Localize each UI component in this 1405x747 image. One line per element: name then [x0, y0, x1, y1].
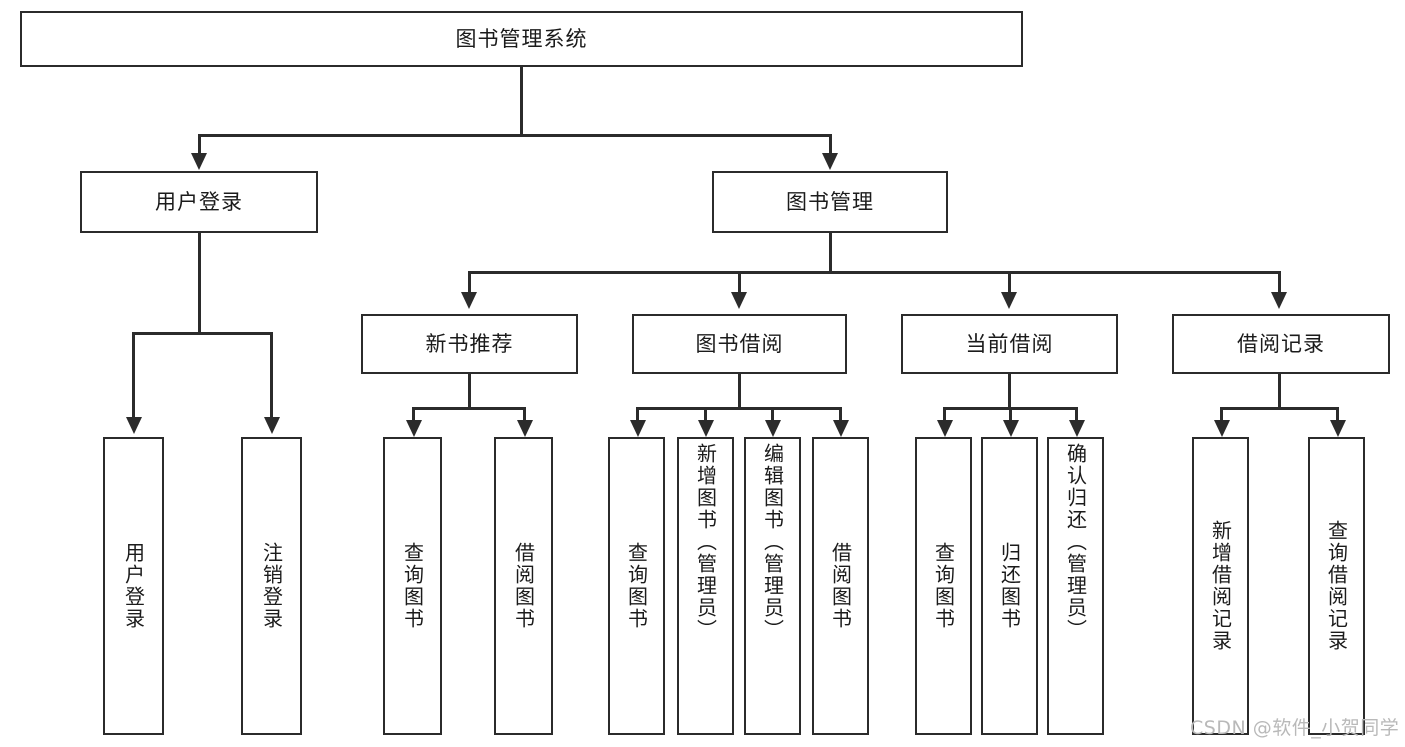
- node-label: 查询图书: [624, 542, 649, 630]
- connector-current-borrow-stem: [1008, 374, 1011, 409]
- connector-book-borrow-leaf1: [636, 407, 639, 423]
- connector-new-book-leaf1: [412, 407, 415, 423]
- node-label: 注销登录: [259, 542, 284, 630]
- node-label: 新增借阅记录: [1208, 520, 1233, 652]
- arrowhead-user-login-leaf1: [126, 417, 142, 434]
- arrowhead-borrow-record-leaf1: [1214, 420, 1230, 437]
- arrowhead-book-borrow-leaf3: [765, 420, 781, 437]
- connector-book-borrow-stem: [738, 374, 741, 409]
- arrowhead-user-login: [191, 153, 207, 170]
- node-label: 确认归还（管理员）: [1063, 443, 1088, 641]
- leaf-current-borrow-confirm[interactable]: 确认归还（管理员）: [1047, 437, 1104, 735]
- connector-user-login-leaf2: [270, 332, 273, 420]
- connector-book-borrow-leaf2: [704, 407, 707, 423]
- connector-user-login-stem: [198, 233, 201, 334]
- connector-to-new-book: [468, 271, 471, 295]
- arrowhead-new-book-leaf1: [406, 420, 422, 437]
- node-label: 借阅记录: [1237, 331, 1325, 356]
- connector-borrow-record-leaf1: [1220, 407, 1223, 423]
- connector-book-borrow-leaf4: [839, 407, 842, 423]
- node-label: 查询借阅记录: [1324, 520, 1349, 652]
- connector-root-bus: [198, 134, 832, 137]
- connector-to-current-borrow: [1008, 271, 1011, 295]
- connector-user-login-bus: [132, 332, 272, 335]
- leaf-book-borrow-borrow[interactable]: 借阅图书: [812, 437, 869, 735]
- arrowhead-book-manage: [822, 153, 838, 170]
- node-label: 借阅图书: [511, 542, 536, 630]
- leaf-new-book-borrow[interactable]: 借阅图书: [494, 437, 553, 735]
- connector-to-borrow-record: [1278, 271, 1281, 295]
- leaf-book-borrow-add[interactable]: 新增图书（管理员）: [677, 437, 734, 735]
- arrowhead-current-borrow-leaf2: [1003, 420, 1019, 437]
- connector-root-stem: [520, 67, 523, 136]
- node-label: 用户登录: [155, 189, 243, 214]
- arrowhead-new-book-leaf2: [517, 420, 533, 437]
- leaf-current-borrow-query[interactable]: 查询图书: [915, 437, 972, 735]
- leaf-new-book-query[interactable]: 查询图书: [383, 437, 442, 735]
- node-book-borrow[interactable]: 图书借阅: [632, 314, 847, 374]
- connector-root-to-user-login: [198, 134, 201, 156]
- node-current-borrow[interactable]: 当前借阅: [901, 314, 1118, 374]
- connector-borrow-record-stem: [1278, 374, 1281, 409]
- node-label: 用户登录: [121, 542, 146, 630]
- node-label: 查询图书: [931, 542, 956, 630]
- leaf-current-borrow-return[interactable]: 归还图书: [981, 437, 1038, 735]
- connector-borrow-record-leaf2: [1336, 407, 1339, 423]
- node-root-system[interactable]: 图书管理系统: [20, 11, 1023, 67]
- node-label: 图书借阅: [695, 331, 784, 356]
- leaf-user-login-logout[interactable]: 注销登录: [241, 437, 302, 735]
- arrowhead-current-borrow: [1001, 292, 1017, 309]
- leaf-borrow-record-query[interactable]: 查询借阅记录: [1308, 437, 1365, 735]
- arrowhead-borrow-record: [1271, 292, 1287, 309]
- arrowhead-book-borrow-leaf2: [698, 420, 714, 437]
- connector-new-book-bus: [412, 407, 525, 410]
- connector-current-borrow-leaf1: [943, 407, 946, 423]
- arrowhead-current-borrow-leaf3: [1069, 420, 1085, 437]
- node-book-management[interactable]: 图书管理: [712, 171, 948, 233]
- node-label: 归还图书: [997, 542, 1022, 630]
- connector-user-login-leaf1: [132, 332, 135, 420]
- connector-new-book-leaf2: [523, 407, 526, 423]
- node-label: 图书管理系统: [455, 26, 588, 51]
- node-label: 图书管理: [786, 189, 874, 214]
- leaf-borrow-record-add[interactable]: 新增借阅记录: [1192, 437, 1249, 735]
- connector-book-borrow-leaf3: [771, 407, 774, 423]
- node-new-book-recommend[interactable]: 新书推荐: [361, 314, 578, 374]
- node-label: 编辑图书（管理员）: [760, 443, 785, 641]
- csdn-watermark: CSDN @软件_小贺同学: [1190, 717, 1400, 739]
- arrowhead-book-borrow: [731, 292, 747, 309]
- arrowhead-user-login-leaf2: [264, 417, 280, 434]
- connector-to-book-borrow: [738, 271, 741, 295]
- node-label: 当前借阅: [965, 331, 1054, 356]
- node-label: 查询图书: [400, 542, 425, 630]
- arrowhead-current-borrow-leaf1: [937, 420, 953, 437]
- connector-new-book-stem: [468, 374, 471, 409]
- connector-book-borrow-bus: [636, 407, 841, 410]
- leaf-book-borrow-edit[interactable]: 编辑图书（管理员）: [744, 437, 801, 735]
- connector-book-manage-stem: [829, 233, 832, 273]
- connector-root-to-book-manage: [829, 134, 832, 156]
- arrowhead-borrow-record-leaf2: [1330, 420, 1346, 437]
- node-borrow-record[interactable]: 借阅记录: [1172, 314, 1390, 374]
- node-user-login[interactable]: 用户登录: [80, 171, 318, 233]
- node-label: 借阅图书: [828, 542, 853, 630]
- leaf-user-login-login[interactable]: 用户登录: [103, 437, 164, 735]
- connector-level3-bus: [468, 271, 1280, 274]
- connector-current-borrow-leaf3: [1075, 407, 1078, 423]
- node-label: 新增图书（管理员）: [693, 443, 718, 641]
- arrowhead-book-borrow-leaf4: [833, 420, 849, 437]
- leaf-book-borrow-query[interactable]: 查询图书: [608, 437, 665, 735]
- node-label: 新书推荐: [425, 331, 514, 356]
- connector-borrow-record-bus: [1220, 407, 1338, 410]
- connector-current-borrow-leaf2: [1009, 407, 1012, 423]
- arrowhead-book-borrow-leaf1: [630, 420, 646, 437]
- arrowhead-new-book: [461, 292, 477, 309]
